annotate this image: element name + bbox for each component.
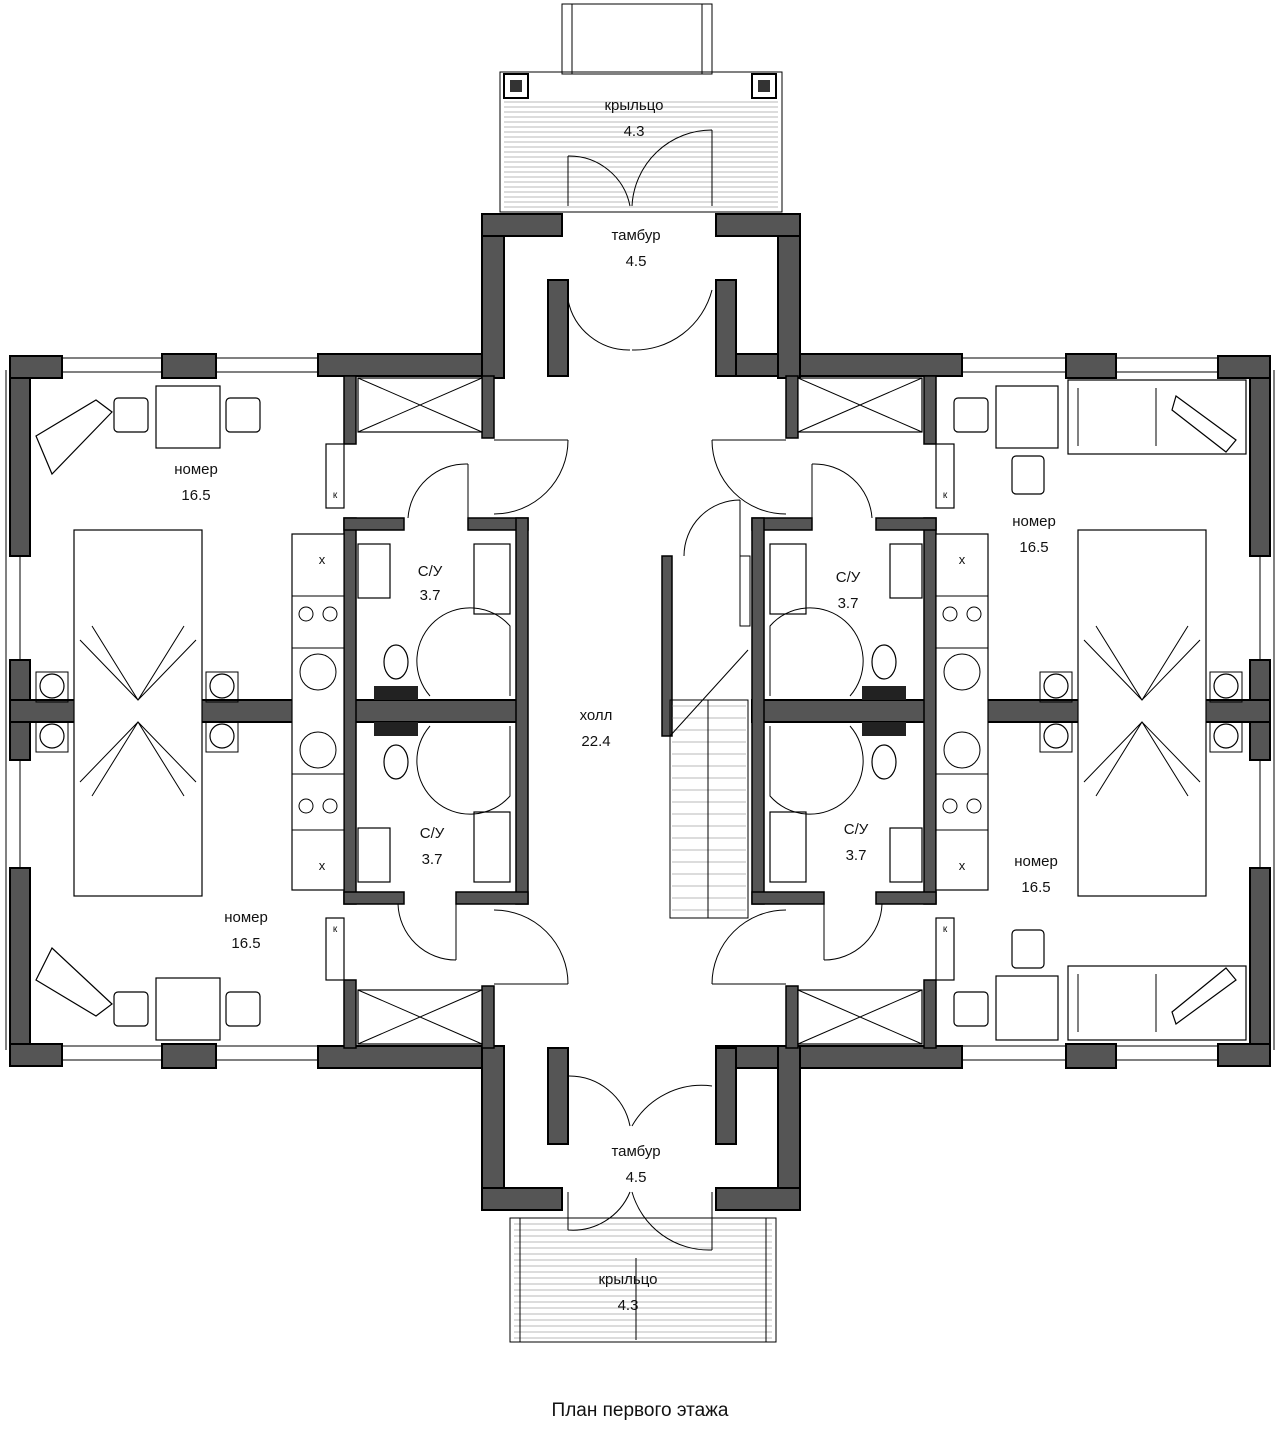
porch-top-area: 4.3: [624, 123, 645, 140]
wc-tl-area: 3.7: [420, 587, 441, 604]
tables: [35, 379, 1247, 1041]
room-tr-name: номер: [1012, 513, 1056, 530]
sink-mark-tr: x: [959, 552, 966, 567]
wc-tr-area: 3.7: [838, 595, 859, 612]
wardrobes: [357, 377, 923, 1045]
wc-bl-area: 3.7: [422, 851, 443, 868]
symbol-marks: x x x x к к к к: [319, 490, 966, 935]
fridge-mark-tl: к: [333, 490, 338, 501]
sink-mark-bl: x: [319, 858, 326, 873]
sink-mark-tl: x: [319, 552, 326, 567]
floor-plan: крыльцо 4.3 тамбур 4.5 номер 16.5 номер …: [5, 3, 1275, 1343]
kitchenettes: [291, 443, 989, 981]
vestibule-bottom-name: тамбур: [611, 1143, 660, 1160]
vestibule-top-area: 4.5: [626, 253, 647, 270]
sink-mark-br: x: [959, 858, 966, 873]
room-labels: крыльцо 4.3 тамбур 4.5 номер 16.5 номер …: [174, 97, 1058, 1314]
porch-bottom-name: крыльцо: [598, 1271, 657, 1288]
room-br-area: 16.5: [1021, 879, 1050, 896]
room-bl-name: номер: [224, 909, 268, 926]
hall-area: 22.4: [581, 733, 610, 750]
staircase: [669, 649, 749, 919]
vestibule-top-name: тамбур: [611, 227, 660, 244]
room-br-name: номер: [1014, 853, 1058, 870]
bathroom-fixtures: [357, 543, 923, 883]
porch-bottom: [509, 1217, 777, 1343]
wc-bl-name: С/У: [420, 825, 445, 842]
beds: [35, 529, 1243, 897]
room-tl-name: номер: [174, 461, 218, 478]
wc-br-name: С/У: [844, 821, 869, 838]
interior-walls: [343, 375, 937, 1049]
room-bl-area: 16.5: [231, 935, 260, 952]
porch-top: [499, 3, 783, 213]
exterior-walls: [9, 213, 1271, 1211]
plan-caption: План первого этажа: [551, 1400, 729, 1421]
wc-tl-name: С/У: [418, 563, 443, 580]
doors: [397, 129, 883, 1340]
fridge-mark-br: к: [943, 924, 948, 935]
fridge-mark-tr: к: [943, 490, 948, 501]
porch-top-name: крыльцо: [604, 97, 663, 114]
wc-br-area: 3.7: [846, 847, 867, 864]
porch-bottom-area: 4.3: [618, 1297, 639, 1314]
fridge-mark-bl: к: [333, 924, 338, 935]
wc-tr-name: С/У: [836, 569, 861, 586]
vestibule-bottom-area: 4.5: [626, 1169, 647, 1186]
room-tl-area: 16.5: [181, 487, 210, 504]
room-tr-area: 16.5: [1019, 539, 1048, 556]
hall-name: холл: [580, 707, 613, 724]
